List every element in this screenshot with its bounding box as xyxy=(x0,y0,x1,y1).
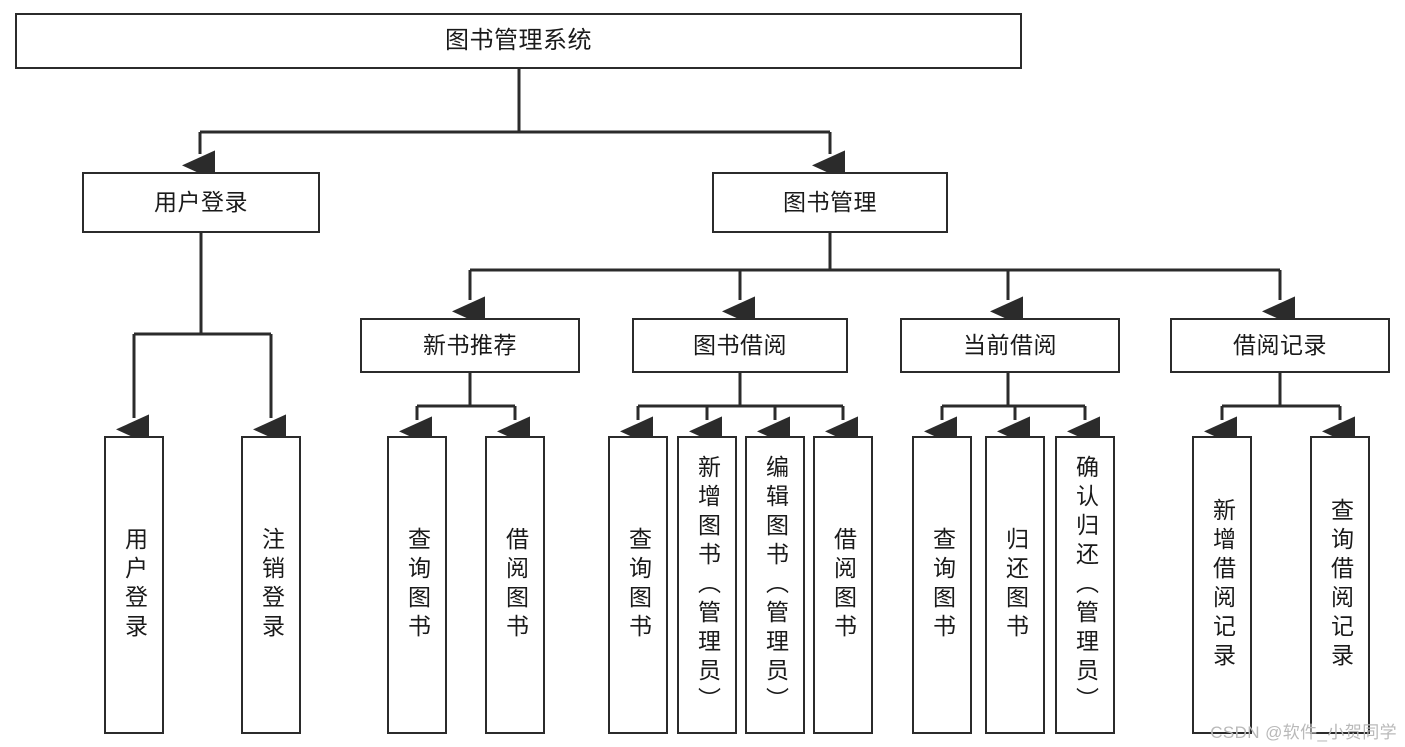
node-new-book-recommend[interactable]: 新书推荐 xyxy=(360,318,580,373)
node-leaf-borrow-book-recommend[interactable]: 借阅图书 xyxy=(485,436,545,734)
node-leaf-query-book-borrow[interactable]: 查询图书 xyxy=(608,436,668,734)
node-leaf-query-book-current[interactable]: 查询图书 xyxy=(912,436,972,734)
node-book-borrow[interactable]: 图书借阅 xyxy=(632,318,848,373)
node-user-login[interactable]: 用户登录 xyxy=(82,172,320,233)
node-leaf-user-login[interactable]: 用户登录 xyxy=(104,436,164,734)
node-leaf-user-logout[interactable]: 注销登录 xyxy=(241,436,301,734)
node-leaf-confirm-return-admin[interactable]: 确认归还（管理员） xyxy=(1055,436,1115,734)
node-leaf-query-book-recommend[interactable]: 查询图书 xyxy=(387,436,447,734)
node-leaf-query-book-recommend-label: 查询图书 xyxy=(404,527,431,643)
node-leaf-query-book-borrow-label: 查询图书 xyxy=(625,527,652,643)
node-leaf-query-book-current-label: 查询图书 xyxy=(929,527,956,643)
node-leaf-user-login-label: 用户登录 xyxy=(121,527,148,643)
node-borrow-record[interactable]: 借阅记录 xyxy=(1170,318,1390,373)
node-leaf-query-borrow-record-label: 查询借阅记录 xyxy=(1327,498,1354,672)
node-leaf-edit-book-admin[interactable]: 编辑图书（管理员） xyxy=(745,436,805,734)
node-leaf-return-book[interactable]: 归还图书 xyxy=(985,436,1045,734)
node-root-label: 图书管理系统 xyxy=(445,27,592,55)
node-user-login-label: 用户登录 xyxy=(154,189,248,216)
node-book-borrow-label: 图书借阅 xyxy=(693,332,787,359)
node-leaf-edit-book-admin-label: 编辑图书（管理员） xyxy=(762,454,789,716)
node-leaf-add-borrow-record[interactable]: 新增借阅记录 xyxy=(1192,436,1252,734)
node-new-book-recommend-label: 新书推荐 xyxy=(423,332,517,359)
node-leaf-borrow-book[interactable]: 借阅图书 xyxy=(813,436,873,734)
node-leaf-borrow-book-recommend-label: 借阅图书 xyxy=(502,527,529,643)
node-leaf-add-book-admin[interactable]: 新增图书（管理员） xyxy=(677,436,737,734)
node-leaf-query-borrow-record[interactable]: 查询借阅记录 xyxy=(1310,436,1370,734)
node-leaf-confirm-return-admin-label: 确认归还（管理员） xyxy=(1072,454,1099,716)
node-leaf-add-book-admin-label: 新增图书（管理员） xyxy=(694,454,721,716)
node-current-borrow-label: 当前借阅 xyxy=(963,332,1057,359)
watermark-text: CSDN @软件_小贺同学 xyxy=(1210,723,1397,742)
node-book-manage[interactable]: 图书管理 xyxy=(712,172,948,233)
node-book-manage-label: 图书管理 xyxy=(783,189,877,216)
node-leaf-user-logout-label: 注销登录 xyxy=(258,527,285,643)
node-borrow-record-label: 借阅记录 xyxy=(1233,332,1327,359)
node-leaf-borrow-book-label: 借阅图书 xyxy=(830,527,857,643)
node-leaf-add-borrow-record-label: 新增借阅记录 xyxy=(1209,498,1236,672)
node-current-borrow[interactable]: 当前借阅 xyxy=(900,318,1120,373)
node-leaf-return-book-label: 归还图书 xyxy=(1002,527,1029,643)
node-root[interactable]: 图书管理系统 xyxy=(15,13,1022,69)
